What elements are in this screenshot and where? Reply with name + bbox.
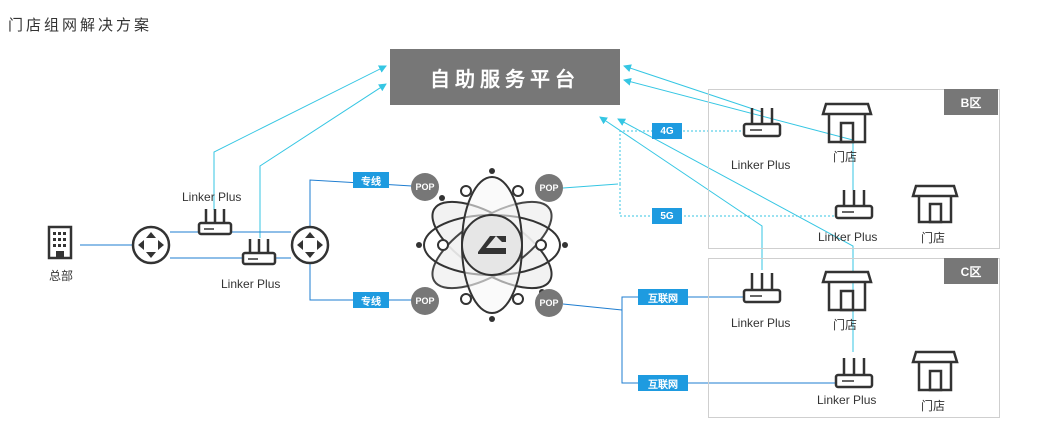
switch-icon-right <box>290 225 330 265</box>
router-label-hq-2: Linker Plus <box>221 277 281 291</box>
mgmt-link-c1 <box>599 116 763 270</box>
page-title: 门店组网解决方案 <box>8 17 153 34</box>
pop-node-bottom-right: POP <box>535 289 563 317</box>
switch-icon-left <box>131 225 171 265</box>
zone-c-tag: C区 <box>944 258 998 284</box>
pop-to-internet <box>562 303 623 311</box>
mgmt-link-hq-router-2 <box>259 83 387 238</box>
zone-b-tag: B区 <box>944 89 998 115</box>
tag-5g: 5G <box>652 208 682 224</box>
store-icon-c2 <box>911 350 959 392</box>
pop-link-cyan <box>562 183 619 189</box>
internet-tag-1: 互联网 <box>638 289 688 305</box>
store-icon-b1 <box>821 102 873 144</box>
dedicated-line-tag-bottom: 专线 <box>353 292 389 308</box>
router-icon-b2 <box>834 190 874 220</box>
internet-tag-2: 互联网 <box>638 375 688 391</box>
hq-label: 总部 <box>49 269 74 283</box>
zone-c <box>708 258 1000 418</box>
pop-node-top-left: POP <box>411 173 439 201</box>
building-icon <box>47 225 73 260</box>
internet-link-2 <box>621 310 836 384</box>
router-label-b1: Linker Plus <box>731 158 791 172</box>
store-label-b2: 门店 <box>921 231 946 245</box>
router-icon-hq-1 <box>197 209 233 236</box>
wireless-link-5g <box>619 184 836 217</box>
store-label-c2: 门店 <box>921 399 946 413</box>
pop-node-bottom-left: POP <box>411 287 439 315</box>
router-label-c1: Linker Plus <box>731 316 791 330</box>
tag-4g: 4G <box>652 123 682 139</box>
router-icon-c2 <box>834 358 874 389</box>
store-icon-c1 <box>821 270 873 312</box>
pop-node-top-right: POP <box>535 174 563 202</box>
mgmt-link-b1 <box>623 64 763 113</box>
dedicated-line-tag-top: 专线 <box>353 172 389 188</box>
mgmt-link-hq-router-1 <box>213 65 387 210</box>
internet-link-1 <box>621 296 745 310</box>
router-icon-b1 <box>742 108 782 138</box>
router-icon-hq-2 <box>241 239 277 266</box>
store-icon-b2 <box>911 184 959 224</box>
mgmt-link-c2 <box>617 118 854 352</box>
router-label-c2: Linker Plus <box>817 393 877 407</box>
self-service-platform: 自助服务平台 <box>390 49 620 105</box>
zone-b <box>708 89 1000 249</box>
core-network-icon <box>416 168 568 322</box>
store-label-c1: 门店 <box>833 318 858 332</box>
store-label-b1: 门店 <box>833 150 858 164</box>
router-label-b2: Linker Plus <box>818 230 878 244</box>
router-icon-c1 <box>742 273 782 304</box>
router-label-hq-1: Linker Plus <box>182 190 242 204</box>
wireless-link-4g <box>619 130 745 184</box>
